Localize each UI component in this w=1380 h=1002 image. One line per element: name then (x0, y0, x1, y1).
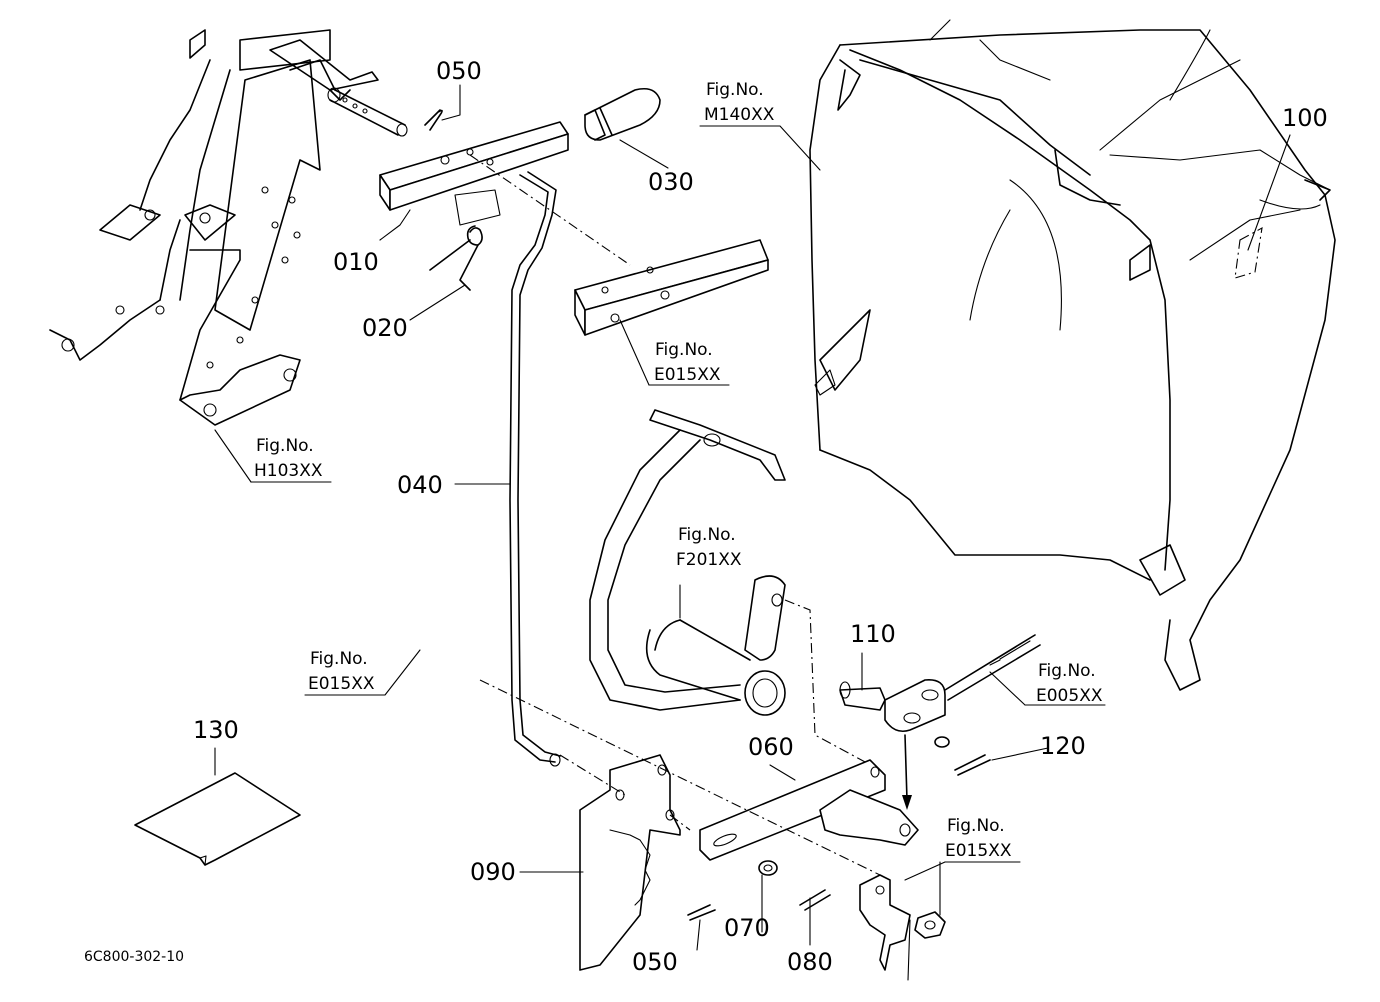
figure-references: Fig.No. M140XX Fig.No. E015XX Fig.No. H1… (254, 80, 1103, 861)
sheet-130-drawing (134, 772, 301, 866)
drawing-code: 6C800-302-10 (84, 949, 184, 965)
part-010-label: 010 (333, 248, 379, 276)
fig-ref-label: Fig.No. (678, 525, 736, 545)
fig-ref-label: Fig.No. (1038, 661, 1096, 681)
part-100-label: 100 (1282, 104, 1328, 132)
part-040-label: 040 (397, 471, 443, 499)
part-130-label: 130 (193, 716, 239, 744)
part-120-label: 120 (1040, 732, 1086, 760)
upper-plate-drawing (574, 239, 769, 336)
lower-bracket-drawing (859, 874, 946, 981)
fig-ref-code: H103XX (254, 461, 323, 481)
left-frame-drawing (49, 29, 379, 426)
part-number-labels: 010 020 030 040 050 050 060 070 080 090 … (193, 57, 1328, 976)
lower-lever-drawing (479, 679, 919, 971)
rod-040-drawing (509, 171, 561, 767)
part-030-label: 030 (648, 168, 694, 196)
fig-ref-code: E015XX (945, 841, 1012, 861)
fig-ref-e005xx[interactable]: Fig.No. E005XX (1036, 661, 1103, 706)
fig-ref-m140xx[interactable]: Fig.No. M140XX (704, 80, 775, 125)
part-080-label: 080 (787, 948, 833, 976)
fig-ref-label: Fig.No. (310, 649, 368, 669)
part-050-label: 050 (436, 57, 482, 85)
fig-ref-code: E015XX (308, 674, 375, 694)
fig-ref-label: Fig.No. (706, 80, 764, 100)
fig-ref-f201xx[interactable]: Fig.No. F201XX (676, 525, 742, 570)
clevis-drawing (839, 634, 1041, 810)
part-090-label: 090 (470, 858, 516, 886)
fig-ref-e015xx-left[interactable]: Fig.No. E015XX (308, 649, 375, 694)
fig-ref-label: Fig.No. (655, 340, 713, 360)
part-110-label: 110 (850, 620, 896, 648)
fig-ref-e015xx-upper[interactable]: Fig.No. E015XX (654, 340, 721, 385)
hood-drawing (809, 19, 1336, 691)
fig-ref-code: E015XX (654, 365, 721, 385)
fig-ref-label: Fig.No. (256, 436, 314, 456)
pedal-drawing (589, 409, 881, 771)
fig-ref-code: F201XX (676, 550, 742, 570)
part-070-label: 070 (724, 914, 770, 942)
fig-ref-code: E005XX (1036, 686, 1103, 706)
fig-ref-code: M140XX (704, 105, 775, 125)
fig-ref-label: Fig.No. (947, 816, 1005, 836)
part-060-label: 060 (748, 733, 794, 761)
part-020-label: 020 (362, 314, 408, 342)
leader-lines (214, 84, 1291, 951)
fig-ref-e015xx-lower[interactable]: Fig.No. E015XX (945, 816, 1012, 861)
part-050-lower-label: 050 (632, 948, 678, 976)
lever-assembly-drawing (327, 87, 661, 291)
fig-ref-h103xx[interactable]: Fig.No. H103XX (254, 436, 323, 481)
